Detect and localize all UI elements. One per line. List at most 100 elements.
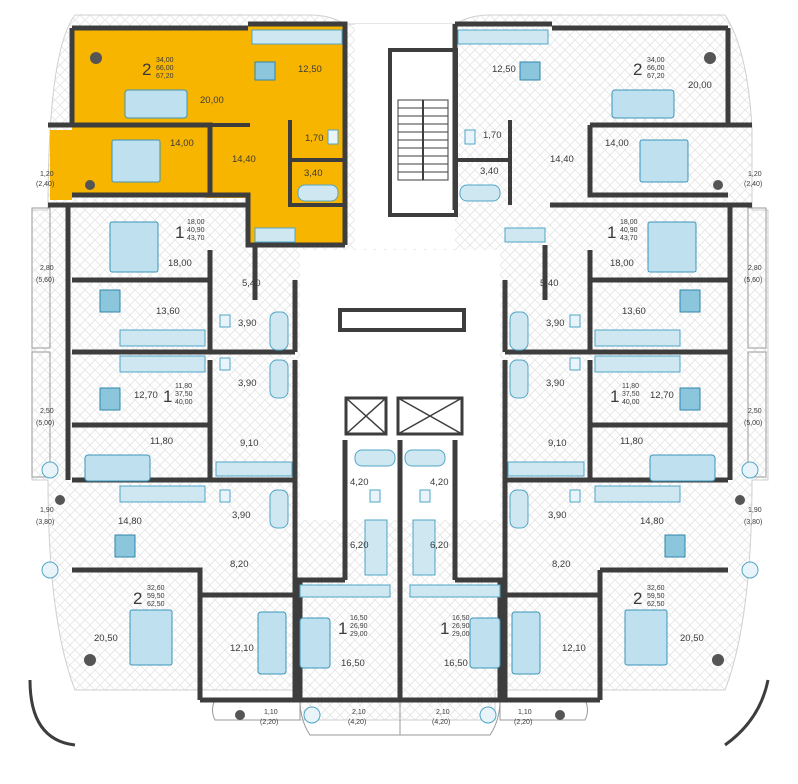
room-area: 14,40 [232, 154, 256, 165]
living-area: 34,00 [647, 57, 665, 64]
balcony-area: 1,10 [518, 709, 532, 716]
bed-icon [624, 609, 668, 666]
plant-icon [85, 180, 95, 190]
toilet-icon [464, 129, 476, 145]
kitchen-counter-icon [457, 29, 549, 45]
living-area: 18,00 [187, 219, 205, 226]
apt-label-w1b[interactable]: 1 11,80 37,50 40,00 [163, 383, 193, 406]
staircase [397, 99, 449, 181]
room-area: 9,10 [240, 438, 259, 449]
plant-icon [555, 710, 565, 720]
sofa-icon [469, 617, 501, 669]
bathtub-icon [509, 311, 529, 351]
living-area: 32,60 [147, 585, 165, 592]
plant-icon [713, 180, 723, 190]
wardrobe-icon [254, 227, 296, 243]
apt-label-se[interactable]: 2 32,60 59,50 62,50 [633, 585, 665, 608]
room-count: 2 [142, 60, 151, 79]
dining-table-icon [664, 534, 686, 558]
room-area: 4,20 [350, 477, 369, 488]
room-area: 3,90 [232, 510, 251, 521]
room-area: 20,50 [94, 633, 118, 644]
room-count: 2 [133, 589, 142, 608]
kitchen-counter-icon [412, 519, 436, 576]
living-area: 32,60 [647, 585, 665, 592]
balcony-area: 2,80 [748, 265, 762, 272]
balcony-area-total: (4,20) [348, 719, 366, 726]
room-area: 20,50 [680, 633, 704, 644]
area-with-balcony: 40,00 [622, 399, 640, 406]
apt-label-sw[interactable]: 2 32,60 59,50 62,50 [133, 585, 165, 608]
room-area: 12,70 [134, 390, 158, 401]
sofa-icon [124, 89, 188, 119]
furniture [41, 52, 759, 724]
apt-label-w1a[interactable]: 1 18,00 40,90 43,70 [175, 219, 205, 242]
total-area: 26,90 [452, 623, 470, 630]
room-count: 2 [633, 589, 642, 608]
room-area: 13,60 [156, 306, 180, 317]
balcony-area: 2,10 [436, 709, 450, 716]
apt-label-e1b[interactable]: 1 11,80 37,50 40,00 [610, 383, 640, 406]
area-with-balcony: 62,50 [647, 601, 665, 608]
balcony-area-total: (3,80) [744, 519, 762, 526]
balcony-area: 2,50 [748, 408, 762, 415]
apt-label-nw[interactable]: 2 34,00 66,00 67,20 [142, 57, 174, 80]
plant-icon [84, 654, 96, 666]
kitchen-counter-icon [594, 355, 681, 373]
room-area-labels: 20,00 12,50 14,00 14,40 1,70 3,40 1,20 (… [36, 64, 762, 726]
balcony-area: 1,10 [264, 709, 278, 716]
plant-icon [704, 52, 716, 64]
sofa-icon [84, 454, 151, 482]
apt-label-s1e[interactable]: 1 16,50 26,90 29,00 [440, 615, 470, 638]
balcony-area: 2,10 [352, 709, 366, 716]
area-with-balcony: 29,00 [452, 631, 470, 638]
room-area: 16,50 [444, 658, 468, 669]
balcony-area-total: (2,40) [744, 181, 762, 188]
balcony-area-total: (5,00) [36, 420, 54, 427]
room-area: 8,20 [552, 559, 571, 570]
bathtub-icon [269, 311, 289, 351]
room-area: 3,90 [546, 318, 565, 329]
total-area: 37,50 [175, 391, 193, 398]
room-area: 8,20 [230, 559, 249, 570]
room-count: 1 [163, 387, 172, 406]
bed-icon [109, 221, 159, 273]
bathtub-icon [269, 359, 289, 399]
kitchen-counter-icon [251, 29, 343, 45]
kitchen-counter-icon [594, 485, 681, 503]
apt-label-s1w[interactable]: 1 16,50 26,90 29,00 [338, 615, 368, 638]
wardrobe-icon [504, 227, 546, 243]
room-area: 12,50 [298, 64, 322, 75]
dining-table-icon [519, 61, 541, 81]
apt-label-ne[interactable]: 2 34,00 66,00 67,20 [633, 57, 665, 80]
kitchen-counter-icon [119, 355, 206, 373]
sofa-icon [299, 617, 331, 669]
kitchen-counter-icon [119, 329, 206, 347]
area-with-balcony: 67,20 [647, 73, 665, 80]
sofa-icon [611, 89, 675, 119]
area-with-balcony: 29,00 [350, 631, 368, 638]
sofa-icon [511, 611, 541, 675]
bathtub-icon [509, 489, 529, 529]
toilet-icon [419, 489, 431, 503]
wardrobe-icon [409, 584, 501, 598]
balcony-area: 2,50 [40, 408, 54, 415]
room-area: 3,90 [548, 510, 567, 521]
room-area: 4,20 [430, 477, 449, 488]
room-area: 20,00 [200, 95, 224, 106]
toilet-icon [219, 357, 231, 371]
toilet-icon [327, 129, 339, 145]
toilet-icon [569, 489, 581, 503]
wardrobe-icon [215, 461, 293, 477]
armchair-icon [479, 706, 497, 724]
wardrobe-icon [299, 584, 391, 598]
room-area: 11,80 [150, 436, 173, 447]
room-area: 18,00 [610, 258, 634, 269]
apt-label-e1a[interactable]: 1 18,00 40,90 43,70 [607, 219, 638, 242]
room-area: 3,90 [546, 378, 565, 389]
balcony-area: 1,20 [40, 171, 54, 178]
area-with-balcony: 62,50 [147, 601, 165, 608]
room-area: 11,80 [620, 436, 643, 447]
dining-table-icon [99, 387, 121, 411]
balcony-area: 2,80 [40, 265, 54, 272]
